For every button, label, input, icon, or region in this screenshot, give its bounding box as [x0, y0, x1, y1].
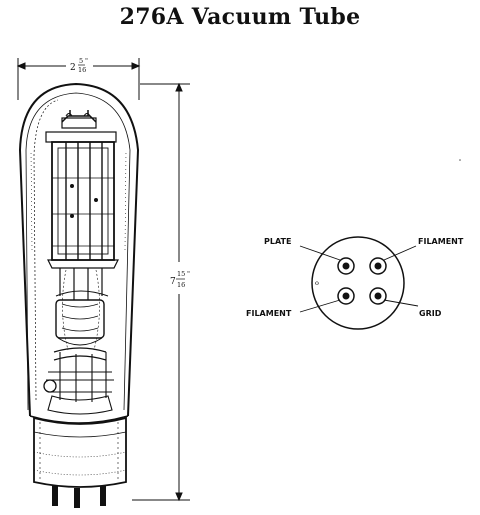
width-dimension-label: 2 5 16 " [70, 57, 88, 74]
page-title: 276A Vacuum Tube [119, 4, 361, 30]
height-numerator: 15 [177, 270, 185, 278]
pin-filament-right [369, 257, 387, 275]
plate-leader [299, 245, 341, 261]
key-mark: o [315, 279, 319, 287]
width-unit: " [85, 57, 88, 65]
filament-left-leader [299, 299, 341, 313]
height-dimension [132, 82, 190, 502]
filament-right-leader [383, 245, 417, 261]
grid-label: GRID [419, 309, 442, 318]
height-dimension-label: 7 15 16 " [170, 270, 190, 289]
base-pin-diagram: o PLATE FILAMENT FILAMENT GRID [246, 236, 464, 330]
tube-pins [52, 486, 106, 508]
width-denominator: 16 [78, 66, 86, 74]
speck [459, 159, 461, 161]
base-outline [311, 236, 405, 330]
pin-filament-left [337, 287, 355, 305]
filament-left-label: FILAMENT [246, 309, 292, 318]
filament-right-label: FILAMENT [418, 237, 464, 246]
height-whole: 7 [170, 277, 176, 287]
tube-base [33, 416, 127, 488]
width-dimension [16, 58, 141, 100]
width-whole: 2 [70, 63, 76, 73]
electrode-assembly [43, 110, 119, 415]
width-numerator: 5 [79, 57, 83, 65]
pin-grid [369, 287, 387, 305]
grid-leader [383, 299, 419, 307]
plate-label: PLATE [264, 237, 291, 246]
pin-plate [337, 257, 355, 275]
height-denominator: 16 [177, 281, 185, 289]
height-unit: " [187, 270, 190, 278]
